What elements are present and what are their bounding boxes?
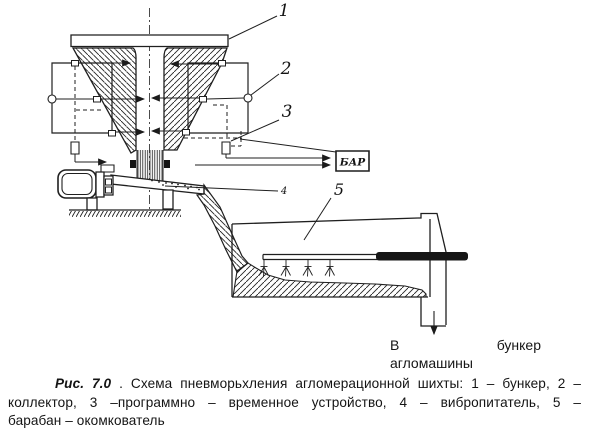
right-pulse-valve <box>222 142 230 154</box>
charge-material-column <box>137 150 163 182</box>
callout-leaders <box>165 16 336 240</box>
callout-2-label: 2 <box>280 59 292 79</box>
to-sinter-machine-bunker-note: В бункер агломашины <box>390 336 541 372</box>
caption-line-3: барабан – окомкователь <box>8 413 165 429</box>
caption-line-1-text: . Схема пневморьхления агломерационной ш… <box>111 376 581 391</box>
hopper-left-wall <box>73 48 136 153</box>
pneumatic-loosening-diagram: БАР <box>0 1 468 336</box>
discharge-chute <box>197 185 248 272</box>
callout-5-label: 5 <box>334 180 344 199</box>
bar-box <box>336 151 369 171</box>
note-line-1: В бункер <box>390 337 541 353</box>
spray-nozzles <box>259 260 335 277</box>
air-jet-arrows <box>79 59 218 136</box>
neck-flange-right <box>164 160 170 168</box>
water-spray-pipe <box>263 255 380 260</box>
air-supply-lines <box>75 154 332 169</box>
motor-support <box>87 198 97 210</box>
bar-box-label: БАР <box>339 157 367 169</box>
ground-hatch <box>69 211 181 217</box>
bunker-hopper <box>71 8 228 213</box>
caption-figure-number: Рис. 7.0 <box>55 376 112 391</box>
left-valve-circle <box>48 95 56 103</box>
callout-4-label: 4 <box>280 186 287 197</box>
tray-support <box>163 190 173 209</box>
right-valve-circle <box>244 94 252 102</box>
figure-caption: Рис. 7.0 . Схема пневморьхления агломера… <box>8 375 581 431</box>
callout-1-label: 1 <box>279 1 290 21</box>
right-mid-pipe <box>207 98 244 99</box>
vibrofeeder <box>58 165 204 217</box>
hopper-right-wall <box>164 48 227 150</box>
nozzle-fittings <box>72 61 226 137</box>
hopper-top-band <box>71 35 228 47</box>
neck-flange-left <box>130 160 136 168</box>
control-wiring-dashed <box>75 66 242 146</box>
pipe-inlet-section <box>376 252 468 261</box>
note-line-2: агломашины <box>390 355 473 371</box>
drum-pelletizer <box>197 185 468 336</box>
vibro-drive-motor <box>58 165 114 198</box>
caption-line-2: коллектор, 3 –программно – временное уст… <box>8 394 581 410</box>
left-pulse-valve <box>71 142 79 154</box>
callout-3-label: 3 <box>282 102 293 122</box>
program-timer-device: БАР <box>336 151 369 171</box>
caption-line-1: Рис. 7.0 . Схема пневморьхления агломера… <box>8 375 581 394</box>
air-collector <box>48 59 332 169</box>
